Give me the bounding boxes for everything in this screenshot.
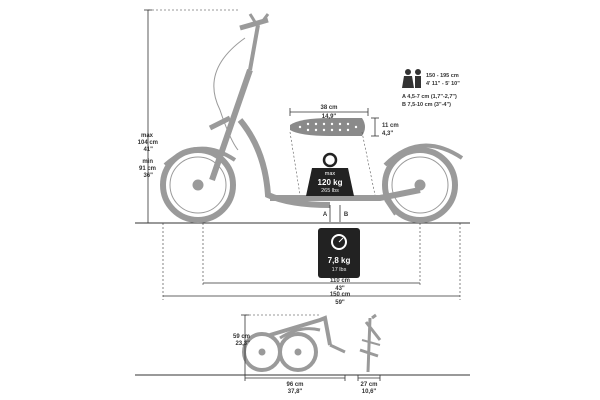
clearance-a-note: A 4,5-7 cm (1,7"-2,7") [402,94,457,100]
scooter-weight-icon [318,228,360,278]
folded-width-in: 10,6" [362,389,377,395]
height-min-cm: 91 cm [139,166,156,172]
folded-height-cm: 59 cm [233,334,250,340]
height-min-in: 36" [143,173,153,179]
rider-icons [402,69,421,88]
ground-clearance-markers [329,205,341,222]
wheelbase-cm: 110 cm [330,278,350,284]
wheelbase-in: 43" [335,286,345,292]
folded-length-cm: 96 cm [286,382,303,388]
deck-length-in: 14,9" [322,114,337,120]
length-dimensions [162,223,461,300]
deck-width-in: 4,3" [382,131,393,137]
clearance-b-note: B 7,5-10 cm (3"-4") [402,102,451,108]
deck-width-dimension [371,117,379,137]
folded-height-in: 23,3" [235,341,250,347]
total-length-cm: 150 cm [330,292,350,298]
deck-width-cm: 11 cm [382,123,399,129]
scooter-illustration [160,13,464,223]
height-min-label: min [142,159,153,165]
deck-top-view [289,118,376,196]
max-load-value: 120 kg [318,178,343,187]
folded-length-dimension [244,375,346,381]
height-max-in: 41" [143,147,153,153]
rider-height-cm: 150 - 195 cm [426,73,459,79]
deck-length-dimension [289,108,369,116]
folded-width-cm: 27 cm [360,382,377,388]
max-load-label: max [325,171,336,177]
folded-height-dimension [241,314,320,375]
folded-length-in: 37,8" [288,389,303,395]
max-load-weight-icon [306,152,354,196]
folded-width-dimension [357,375,381,381]
handlebar-height-dimension [144,9,240,224]
scooter-weight-lbs: 17 lbs [332,267,347,273]
clearance-b-label: B [344,212,349,218]
rider-height-in: 4' 11" - 5' 10" [426,81,460,87]
scooter-weight-value: 7,8 kg [328,256,351,265]
height-max-cm: 104 cm [138,140,158,146]
deck-length-cm: 38 cm [320,105,337,111]
height-max-label: max [141,133,154,139]
total-length-in: 59" [335,300,345,306]
max-load-lbs: 265 lbs [321,188,339,194]
rear-wheel [382,147,458,223]
folded-scooter-illustration [242,313,382,373]
clearance-a-label: A [323,212,328,218]
